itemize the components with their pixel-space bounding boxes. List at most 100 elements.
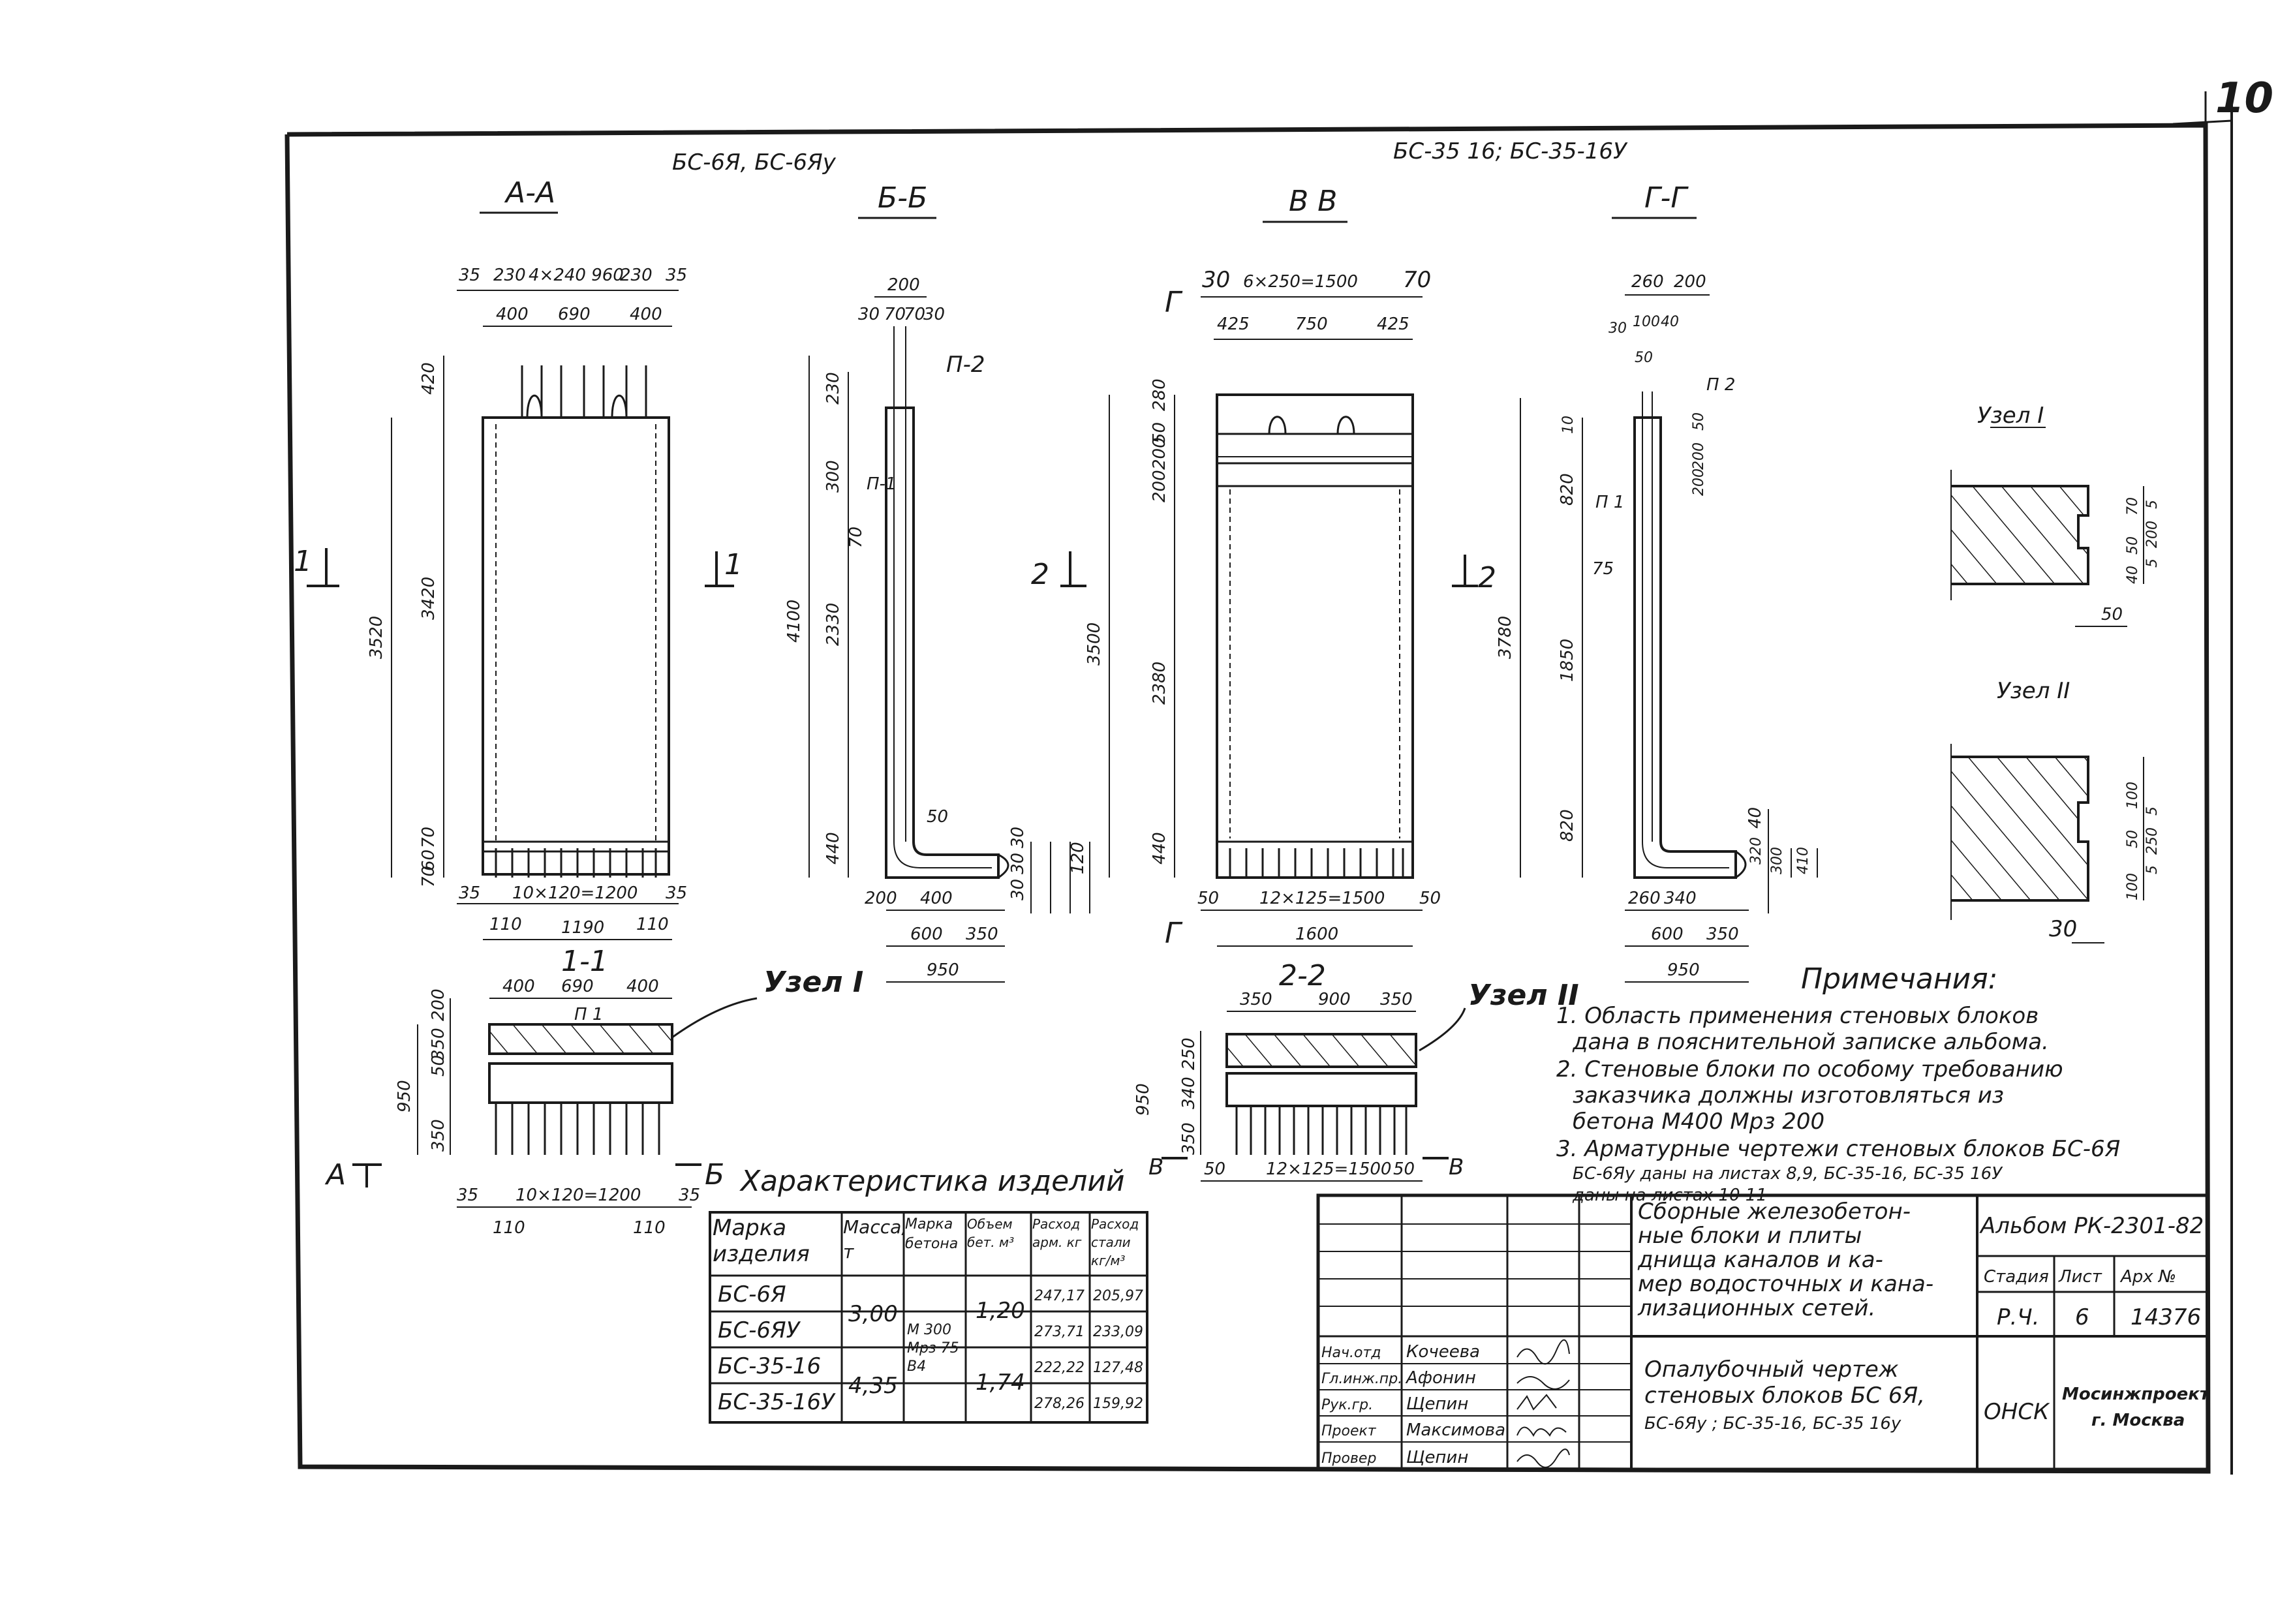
dim-text: 10×120=1200: [512, 883, 638, 903]
dim-text: 200: [1691, 468, 1707, 496]
sheet-number: 10: [2215, 74, 2273, 123]
dim-text: 50: [1150, 422, 1169, 444]
dim-text: 900: [1318, 990, 1351, 1009]
description-line: мер водосточных и кана-: [1638, 1271, 1933, 1297]
dim-text: 70: [846, 527, 866, 548]
staff-role: Рук.гр.: [1321, 1397, 1373, 1413]
dim-text: 3500: [1085, 622, 1104, 666]
description-line: лизационных сетей.: [1637, 1295, 1875, 1321]
dim-text: 5: [2144, 806, 2161, 816]
cut-mark: 2: [1478, 561, 1496, 594]
table-cell: 205,97: [1093, 1288, 1143, 1304]
dim-text: 420: [419, 362, 439, 395]
dim-text: 2380: [1150, 662, 1169, 705]
dim-text: 400: [626, 977, 659, 996]
note-line: БС-6Яу даны на листах 8,9, БС-35-16, БС-…: [1573, 1164, 2003, 1184]
col-header-volume: Объем бет. м³: [967, 1216, 1015, 1250]
table-cell: М 300 Мрз 75 В4: [907, 1322, 959, 1375]
dim-text: 30: [1008, 827, 1028, 848]
dim-text: 30: [1202, 267, 1230, 293]
dim-text: 230: [620, 266, 653, 285]
dim-text: 5: [2144, 559, 2161, 568]
staff-name: Афонин: [1405, 1368, 1476, 1388]
col-header-concrete: Марка бетона: [905, 1216, 959, 1252]
dim-text: 200: [865, 889, 897, 908]
dim-text: 200: [1150, 437, 1169, 470]
dim-text: 425: [1217, 314, 1250, 334]
dim-text: 50: [429, 1055, 448, 1077]
dim-text: 70: [419, 866, 439, 887]
dim-text: 50: [1691, 412, 1707, 431]
dim-text: 100: [1633, 314, 1660, 330]
dim-text: 600: [1651, 925, 1684, 944]
cut-mark: 1: [294, 545, 312, 578]
dim-text: 40: [2125, 566, 2141, 584]
table-cell: 247,17: [1034, 1288, 1085, 1304]
dim-text: 690: [558, 305, 591, 324]
section-11-title: 1-1: [561, 945, 608, 978]
dim-text: 1190: [561, 918, 604, 938]
table-cell: 4,35: [848, 1373, 898, 1399]
dim-text: 200: [1691, 442, 1707, 470]
section-11: 1-1 400 690 400 П 1 Узел I 200 350 50 35…: [324, 945, 863, 1238]
description-line: ные блоки и плиты: [1638, 1223, 1862, 1249]
dim-text: 50: [1393, 1159, 1415, 1179]
staff-role: Гл.инж.пр.: [1321, 1371, 1402, 1387]
dim-text: 40: [1746, 807, 1765, 829]
dim-text: 110: [636, 915, 669, 934]
table-cell: БС-35-16: [718, 1353, 821, 1379]
album-code: Альбом РК-2301-82: [1979, 1213, 2204, 1239]
dim-text: 70: [884, 305, 906, 324]
dim-text: 30: [1008, 879, 1028, 900]
dim-text: 200: [429, 988, 448, 1021]
col-header-mass: Масса, т: [843, 1216, 903, 1263]
sheet-label: Лист: [2058, 1267, 2102, 1287]
dim-text: 260: [1628, 889, 1661, 908]
view-mark: Г: [1165, 286, 1183, 319]
dim-text: 200: [1674, 272, 1706, 292]
cut-mark: 1: [724, 548, 743, 581]
dim-text: 3520: [367, 616, 386, 659]
dim-text: 400: [630, 305, 662, 324]
notes-title: Примечания:: [1801, 962, 1998, 996]
table-cell: 1,20: [976, 1298, 1025, 1324]
table-cell: 127,48: [1093, 1360, 1143, 1376]
dim-text: 50: [1419, 889, 1441, 908]
dim-text: 1850: [1558, 639, 1577, 682]
section-bb-title: Б-Б: [878, 181, 927, 215]
note-line: 3. Арматурные чертежи стеновых блоков БС…: [1556, 1136, 2120, 1162]
view-mark: А: [324, 1158, 346, 1191]
dim-text: 100: [2125, 873, 2141, 900]
dim-text: 230: [823, 372, 843, 405]
note-line: бетона М400 Мрз 200: [1573, 1109, 1824, 1135]
dim-text: 350: [1240, 990, 1272, 1009]
rebar-tag: П-2: [946, 352, 985, 378]
node-2: Узел II 100 50 100 5 250 5 30: [1950, 678, 2161, 943]
dim-text: 350: [429, 1119, 448, 1152]
table-cell: 233,09: [1093, 1324, 1143, 1340]
table-cell: 273,71: [1034, 1324, 1085, 1340]
dim-text: 750: [1295, 314, 1328, 334]
title-block: Нач.отд Кочеева Гл.инж.пр. Афонин Рук.гр…: [1316, 1193, 2211, 1471]
dim-text: 350: [1380, 990, 1413, 1009]
org-name: Мосинжпроект: [2062, 1385, 2211, 1404]
drawing-title-line: БС-6Яу ; БС-35-16, БС-35 16у: [1644, 1414, 1901, 1433]
dim-text: 50: [1197, 889, 1219, 908]
dim-text: 40: [1661, 314, 1679, 330]
dim-text: 200: [887, 275, 920, 295]
dim-text: 30: [2049, 916, 2077, 942]
drawing-title-line: Опалубочный чертеж: [1644, 1356, 1899, 1383]
table-cell: 278,26: [1034, 1396, 1085, 1412]
dim-text: 260: [1631, 272, 1664, 292]
staff-name: Щепин: [1406, 1448, 1468, 1467]
dim-text: 35: [459, 883, 480, 903]
characteristics-table: Характеристика изделий Марка изделия Мас…: [709, 1165, 1148, 1424]
dim-text: 30: [1008, 853, 1028, 874]
view-mark: В: [1148, 1154, 1163, 1180]
section-22: 2-2 350 900 350 Узел II 250 340 350 950 …: [1133, 959, 1579, 1182]
org-city: г. Москва: [2091, 1411, 2185, 1430]
header-right: БС-35 16; БС-35-16У: [1393, 138, 1628, 164]
dim-text: 50: [1204, 1159, 1225, 1179]
dim-text: 250: [1179, 1037, 1199, 1070]
